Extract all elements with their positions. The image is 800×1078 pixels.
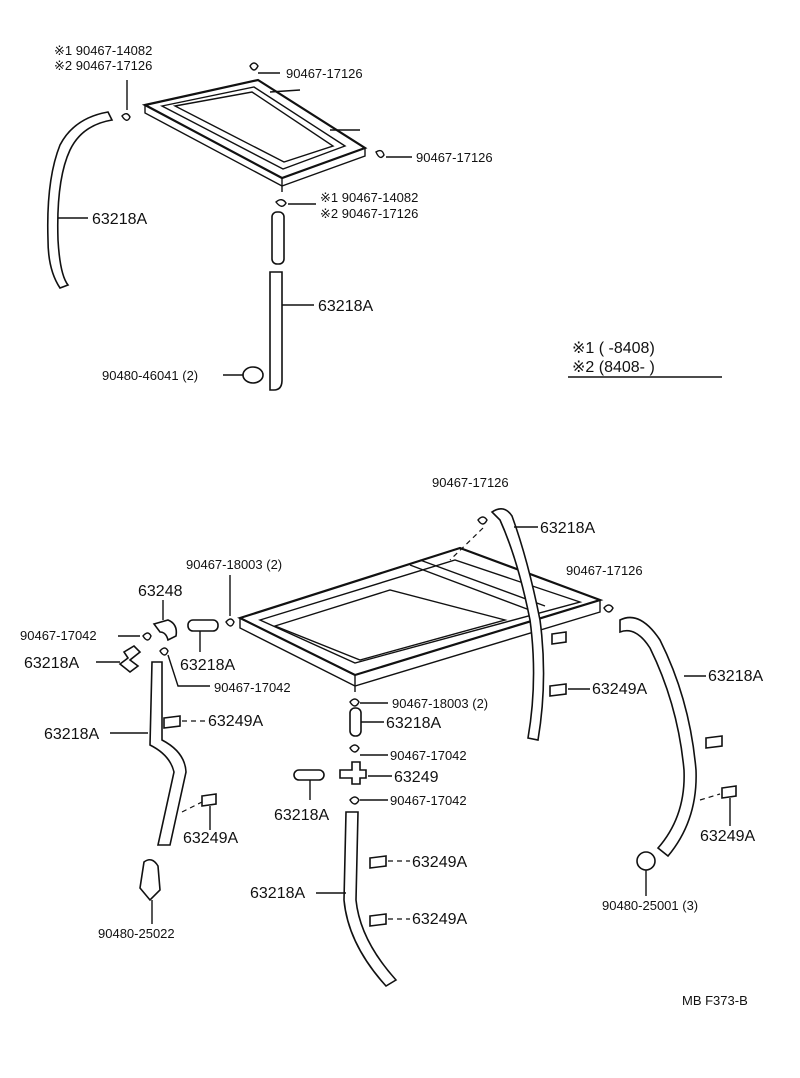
label-top-note-2: ※2 90467-17126: [54, 58, 152, 73]
label-b-clip-right: 90467-17126: [566, 563, 643, 578]
label-b-hose-right: 63218A: [708, 668, 763, 685]
tee-63249: [339, 761, 367, 785]
label-b-63249a-right-mid: 63249A: [592, 681, 647, 698]
label-b-hose-top: 63218A: [540, 520, 595, 537]
label-b-18003-center: 90467-18003 (2): [392, 696, 488, 711]
sunroof-frame-bottom: [237, 546, 604, 692]
clip-b-center-2: [349, 744, 388, 756]
pad-b-right-4: [699, 785, 737, 826]
hose-top-center-short: [271, 211, 285, 265]
pad-b-right-1: [551, 631, 567, 645]
label-hose-top-left: 63218A: [92, 211, 147, 228]
label-footer-code: MB F373-B: [682, 993, 748, 1008]
label-clip-mid-2: ※2 90467-17126: [320, 206, 418, 221]
label-b-63249a-left-2: 63249A: [183, 830, 238, 847]
clip-b-center: [349, 698, 388, 707]
label-legend-2: ※2 (8408- ): [572, 359, 655, 376]
hose-b-top: [490, 508, 545, 741]
label-b-plug-left: 90480-25022: [98, 926, 175, 941]
hose-b-mid-small: [187, 619, 219, 632]
hose-b-left-small: [118, 644, 142, 674]
label-hose-top-center: 63218A: [318, 298, 373, 315]
clip-b-center-3: [349, 796, 388, 805]
clip-top-left: [121, 80, 131, 121]
elbow-63248: [152, 619, 178, 642]
hose-b-right: [619, 616, 697, 858]
label-b-hose-center-left: 63218A: [274, 807, 329, 824]
label-b-clip-top: 90467-17126: [432, 475, 509, 490]
label-b-63249a-center-2: 63249A: [412, 911, 467, 928]
label-b-17042-center: 90467-17042: [390, 748, 467, 763]
label-b-63249: 63249: [394, 769, 439, 786]
pad-b-center-1: [369, 855, 410, 869]
label-legend-1: ※1 ( -8408): [572, 340, 655, 357]
label-b-hose-mid-small: 63218A: [180, 657, 235, 674]
clip-mid: [275, 199, 316, 207]
clip-b-left: [118, 632, 152, 641]
clip-b-mid: [159, 647, 210, 687]
clip-b-18003-top: [225, 575, 235, 627]
clip-top-center: [249, 62, 280, 74]
pad-b-center-2: [369, 913, 410, 927]
label-b-hose-center-long: 63218A: [250, 885, 305, 902]
plug-b-left: [139, 858, 161, 924]
plug-top: [223, 366, 264, 384]
pad-b-left-1: [163, 715, 206, 729]
pad-b-right-2: [549, 683, 590, 697]
label-b-63248: 63248: [138, 583, 183, 600]
label-clip-right-top: 90467-17126: [416, 150, 493, 165]
hose-b-left-long: [149, 661, 187, 846]
label-b-18003-top: 90467-18003 (2): [186, 557, 282, 572]
label-b-63249a-right: 63249A: [700, 828, 755, 845]
label-b-plug-right: 90480-25001 (3): [602, 898, 698, 913]
label-b-17042-left: 90467-17042: [20, 628, 97, 643]
hose-b-center-long: [343, 811, 398, 988]
sunroof-frame-top: [141, 78, 368, 192]
label-clip-mid-1: ※1 90467-14082: [320, 190, 418, 205]
label-b-hose-center-small: 63218A: [386, 715, 441, 732]
pad-b-right-3: [705, 735, 723, 749]
label-top-note-1: ※1 90467-14082: [54, 43, 152, 58]
hose-top-left: [46, 111, 114, 289]
label-b-17042-center-low: 90467-17042: [390, 793, 467, 808]
hose-top-center-long: [269, 271, 283, 391]
hose-b-center-left: [293, 769, 325, 781]
label-b-63249a-left-1: 63249A: [208, 713, 263, 730]
hose-b-center-small: [349, 707, 362, 737]
pad-b-left-2: [181, 793, 217, 830]
label-b-63249a-center-1: 63249A: [412, 854, 467, 871]
label-b-hose-left-long: 63218A: [44, 726, 99, 743]
clip-b-top: [449, 516, 488, 561]
label-b-17042-mid: 90467-17042: [214, 680, 291, 695]
label-b-hose-left-small: 63218A: [24, 655, 79, 672]
label-clip-top: 90467-17126: [286, 66, 363, 81]
clip-right-top: [375, 149, 412, 159]
clip-b-right: [603, 604, 614, 613]
label-plug-top: 90480-46041 (2): [102, 368, 198, 383]
plug-b-right: [636, 851, 656, 896]
